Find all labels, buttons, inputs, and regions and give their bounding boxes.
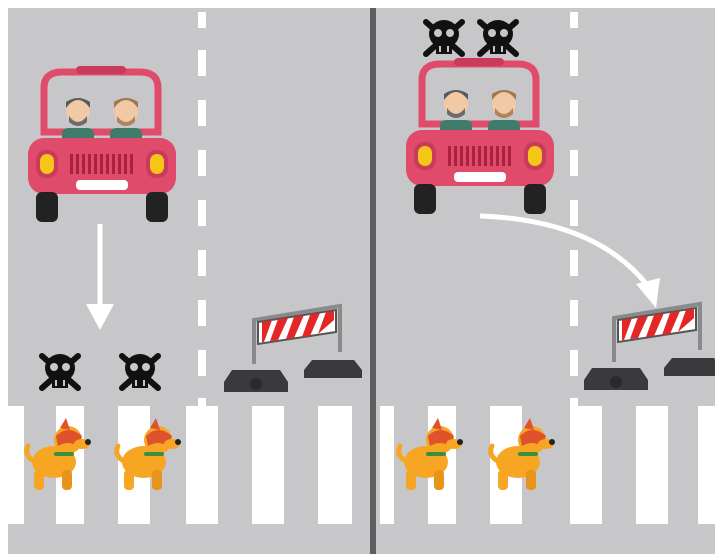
- lane-dashes: [570, 12, 578, 408]
- left-scenario-illustration: [8, 12, 362, 524]
- arrow-down-icon: [86, 224, 114, 330]
- skull-crossbones-icon: [39, 353, 81, 391]
- dog-icon: [114, 418, 181, 490]
- right-scenario-illustration: [380, 12, 715, 524]
- right-scenario-panel: [376, 8, 715, 554]
- car-icon: [28, 66, 176, 222]
- road-barrier-icon: [224, 303, 362, 392]
- dog-icon: [24, 418, 91, 490]
- crosswalk: [380, 406, 715, 524]
- skull-crossbones-icon: [119, 353, 161, 391]
- skull-crossbones-icon: [477, 19, 519, 57]
- car-icon: [406, 58, 554, 214]
- curved-arrow-icon: [479, 213, 660, 308]
- dog-icon: [396, 418, 463, 490]
- skull-crossbones-icon: [423, 19, 465, 57]
- lane-dashes: [198, 12, 206, 408]
- dog-icon: [488, 418, 555, 490]
- left-scenario-panel: [8, 8, 370, 554]
- panel-divider: [370, 8, 376, 554]
- road-barrier-icon: [584, 301, 715, 390]
